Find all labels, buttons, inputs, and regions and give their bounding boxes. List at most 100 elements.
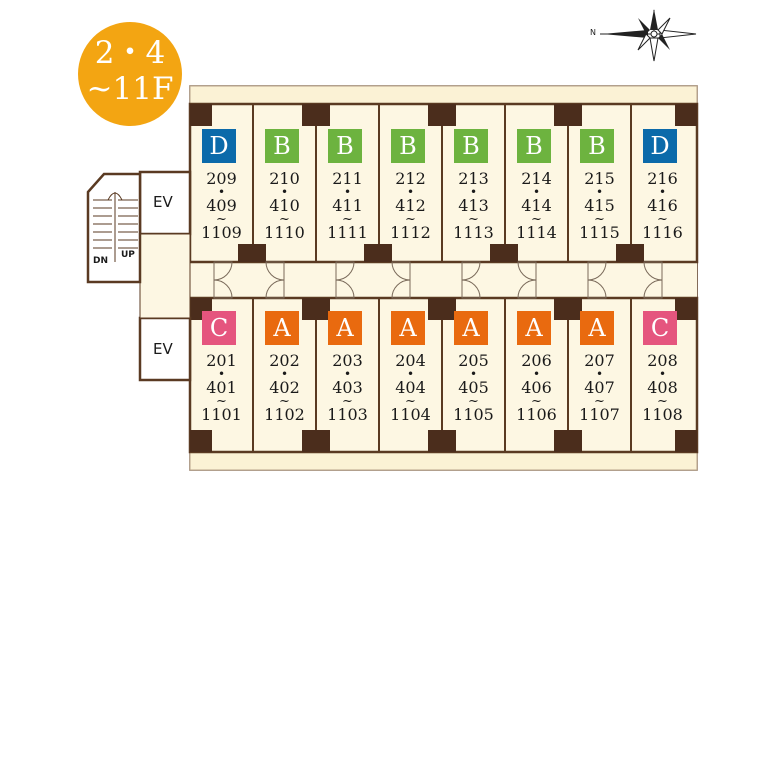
unit-type-badge: D <box>202 129 236 163</box>
balcony-bottom <box>189 451 698 471</box>
room-number-2f: 204 <box>395 351 426 370</box>
room-number-2f: 202 <box>269 351 300 370</box>
separator-dot: • <box>343 367 352 381</box>
separator-dot: • <box>469 367 478 381</box>
unit-room-numbers: 202•402~1102 <box>253 352 316 424</box>
room-number-2f: 215 <box>584 169 615 188</box>
unit-room-numbers: 204•404~1104 <box>379 352 442 424</box>
room-number-11f: 1107 <box>579 405 620 424</box>
room-number-2f: 208 <box>647 351 678 370</box>
separator-tilde: ~ <box>657 394 668 409</box>
separator-dot: • <box>658 185 667 199</box>
room-number-4f: 414 <box>521 196 552 215</box>
unit-room-numbers: 214•414~1114 <box>505 170 568 242</box>
room-number-4f: 409 <box>206 196 237 215</box>
separator-dot: • <box>532 185 541 199</box>
unit-type-badge: C <box>202 311 236 345</box>
room-number-11f: 1116 <box>642 223 683 242</box>
room-number-11f: 1104 <box>390 405 431 424</box>
room-number-11f: 1103 <box>327 405 368 424</box>
room-number-2f: 207 <box>584 351 615 370</box>
separator-dot: • <box>406 367 415 381</box>
room-number-4f: 403 <box>332 378 363 397</box>
room-number-2f: 212 <box>395 169 426 188</box>
unit-room-numbers: 205•405~1105 <box>442 352 505 424</box>
unit-type-badge: A <box>265 311 299 345</box>
room-number-11f: 1112 <box>390 223 431 242</box>
room-number-11f: 1108 <box>642 405 683 424</box>
room-number-11f: 1101 <box>201 405 242 424</box>
room-number-2f: 211 <box>332 169 363 188</box>
stairs-up-label: UP <box>121 250 135 260</box>
unit-type-badge: A <box>580 311 614 345</box>
room-number-11f: 1114 <box>516 223 557 242</box>
room-number-4f: 412 <box>395 196 426 215</box>
unit-room-numbers: 206•406~1106 <box>505 352 568 424</box>
elevator-label-south: EV <box>153 340 173 358</box>
unit-type-badge: B <box>391 129 425 163</box>
unit-type-badge: B <box>454 129 488 163</box>
separator-tilde: ~ <box>405 212 416 227</box>
unit-type-badge: B <box>265 129 299 163</box>
room-number-4f: 406 <box>521 378 552 397</box>
room-number-4f: 404 <box>395 378 426 397</box>
compass-icon <box>600 9 697 62</box>
room-number-4f: 411 <box>332 196 363 215</box>
separator-tilde: ~ <box>657 212 668 227</box>
unit-type-badge: A <box>454 311 488 345</box>
room-number-4f: 407 <box>584 378 615 397</box>
unit-room-numbers: 207•407~1107 <box>568 352 631 424</box>
separator-tilde: ~ <box>594 394 605 409</box>
separator-dot: • <box>406 185 415 199</box>
separator-tilde: ~ <box>342 394 353 409</box>
room-number-11f: 1105 <box>453 405 494 424</box>
separator-tilde: ~ <box>468 212 479 227</box>
unit-room-numbers: 211•411~1111 <box>316 170 379 242</box>
room-number-11f: 1115 <box>579 223 620 242</box>
separator-dot: • <box>280 185 289 199</box>
room-number-11f: 1113 <box>453 223 494 242</box>
unit-room-numbers: 216•416~1116 <box>631 170 694 242</box>
floor-badge-line2: ~11F <box>86 71 174 107</box>
separator-dot: • <box>595 185 604 199</box>
room-number-4f: 413 <box>458 196 489 215</box>
separator-dot: • <box>595 367 604 381</box>
room-number-4f: 401 <box>206 378 237 397</box>
room-number-2f: 206 <box>521 351 552 370</box>
separator-dot: • <box>469 185 478 199</box>
corridor <box>190 262 697 298</box>
unit-type-badge: C <box>643 311 677 345</box>
room-number-2f: 205 <box>458 351 489 370</box>
separator-tilde: ~ <box>279 212 290 227</box>
separator-tilde: ~ <box>216 394 227 409</box>
unit-type-badge: B <box>517 129 551 163</box>
unit-type-badge: B <box>328 129 362 163</box>
separator-tilde: ~ <box>216 212 227 227</box>
room-number-2f: 216 <box>647 169 678 188</box>
room-number-2f: 214 <box>521 169 552 188</box>
room-number-11f: 1109 <box>201 223 242 242</box>
separator-dot: • <box>217 185 226 199</box>
unit-room-numbers: 213•413~1113 <box>442 170 505 242</box>
unit-room-numbers: 209•409~1109 <box>190 170 253 242</box>
separator-tilde: ~ <box>531 212 542 227</box>
room-number-4f: 416 <box>647 196 678 215</box>
unit-room-numbers: 203•403~1103 <box>316 352 379 424</box>
room-number-2f: 213 <box>458 169 489 188</box>
unit-room-numbers: 210•410~1110 <box>253 170 316 242</box>
room-number-4f: 402 <box>269 378 300 397</box>
separator-dot: • <box>217 367 226 381</box>
separator-dot: • <box>658 367 667 381</box>
separator-tilde: ~ <box>468 394 479 409</box>
unit-type-badge: A <box>517 311 551 345</box>
room-number-4f: 415 <box>584 196 615 215</box>
stair-core <box>86 172 142 284</box>
separator-tilde: ~ <box>405 394 416 409</box>
floor-badge: 2・4 ~11F <box>78 22 182 126</box>
room-number-4f: 405 <box>458 378 489 397</box>
separator-dot: • <box>532 367 541 381</box>
unit-type-badge: D <box>643 129 677 163</box>
separator-tilde: ~ <box>594 212 605 227</box>
separator-dot: • <box>280 367 289 381</box>
unit-type-badge: A <box>391 311 425 345</box>
